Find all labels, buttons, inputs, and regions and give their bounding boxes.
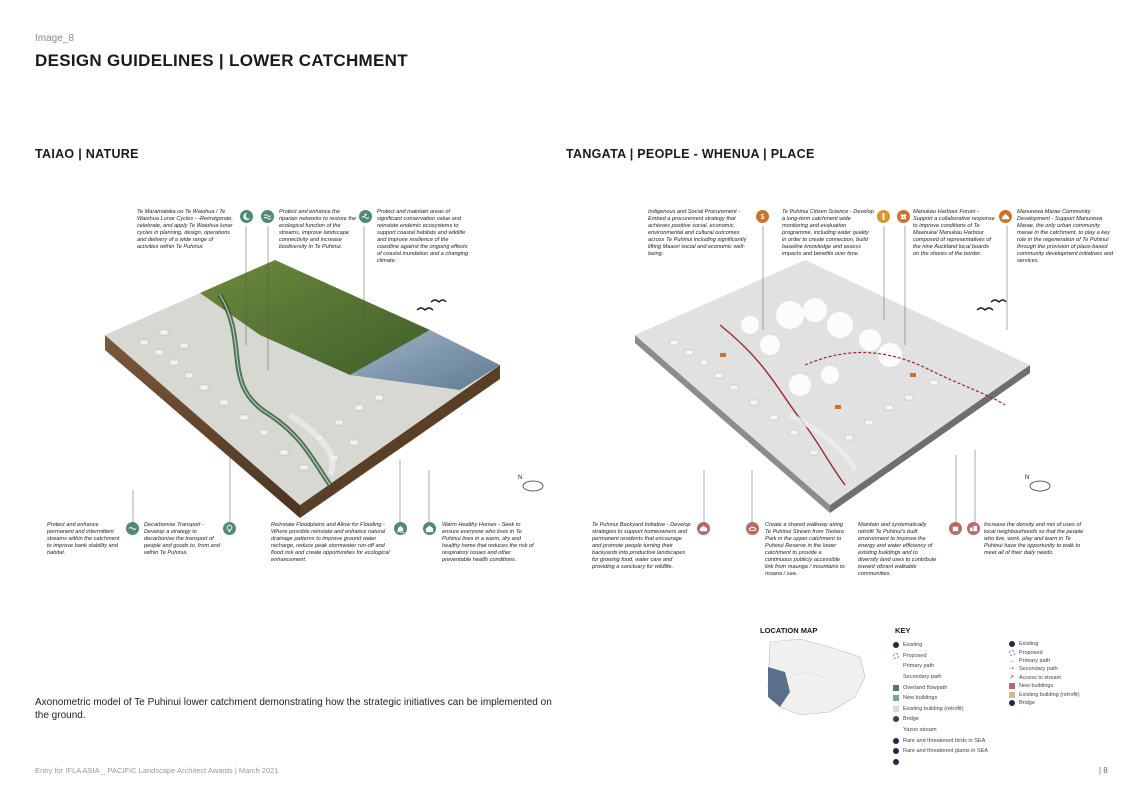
- nature-section-title: TAIAO | NATURE: [35, 147, 139, 161]
- leaf-bulb-icon: [223, 522, 236, 535]
- key-title: KEY: [895, 626, 911, 635]
- people-place-axonometric-model: [635, 260, 1030, 513]
- note-marae-development: Manurewa Marae Community Development - S…: [1017, 209, 1114, 264]
- note-healthy-homes: Warm Healthy Homes - Seek to ensure ever…: [442, 522, 534, 563]
- nature-axonometric-model: [105, 260, 500, 518]
- test-tube-icon: [877, 210, 890, 223]
- location-map-title: LOCATION MAP: [760, 626, 818, 635]
- key-item: Existing: [893, 640, 988, 651]
- home-icon: [423, 522, 436, 535]
- note-lunar-cycles: Te Maramataka oo Te Waiohua / Te Waiohua…: [137, 209, 233, 250]
- retrofit-building-icon: [949, 522, 962, 535]
- key-item: Bridge: [1009, 699, 1080, 707]
- svg-text:$: $: [761, 212, 765, 221]
- key-item: ↗Access to stream: [1009, 674, 1062, 681]
- key-item: →Primary path: [1009, 657, 1051, 664]
- key-item: Existing: [1009, 640, 1080, 648]
- note-retrofit: Maintain and systematically retrofit Te …: [858, 522, 937, 577]
- key-item: Proposed: [1009, 648, 1080, 656]
- figure-caption: Axonometric model of Te Puhinui lower ca…: [35, 697, 552, 721]
- note-citizen-science: Te Puhinui Citizen Science - Develop a l…: [782, 209, 874, 257]
- key-item: Existing building (retrofit): [893, 704, 988, 715]
- key-item: Rare and threatened birds in SEA: [893, 735, 988, 746]
- moon-icon: [240, 210, 253, 223]
- north-arrow-icon: [1029, 480, 1051, 492]
- key-column-1: Existing Proposed Primary path Secondary…: [893, 640, 988, 767]
- key-item: Primary path: [903, 663, 935, 670]
- note-decarbonise-transport: Decarbonise Transport - Develop a strate…: [144, 522, 220, 556]
- north-arrow-icon: [522, 480, 544, 492]
- density-buildings-icon: [967, 522, 980, 535]
- note-harbour-forum: Manukau Harbour Forum - Support a collab…: [913, 209, 995, 257]
- people-place-section-title: TANGATA | PEOPLE - WHENUA | PLACE: [566, 147, 815, 161]
- forum-icon: [897, 210, 910, 223]
- key-item: Proposed: [893, 651, 988, 662]
- key-item: Secondary path: [903, 674, 942, 681]
- key-column-2: Existing Proposed →Primary path ⇢Seconda…: [1009, 640, 1080, 707]
- note-shared-walkway: Create a shared walkway along Te Puhinui…: [765, 522, 845, 577]
- page-title: DESIGN GUIDELINES | LOWER CATCHMENT: [35, 51, 408, 70]
- location-map: [767, 638, 866, 716]
- birds-icon: [416, 299, 447, 311]
- marae-icon: [999, 210, 1012, 223]
- north-label: N: [1025, 475, 1030, 481]
- north-label: N: [518, 475, 523, 481]
- key-item: New buildings: [893, 693, 988, 704]
- note-riparian-networks: Protect and enhance the riparian network…: [279, 209, 357, 250]
- footer-text: Entry for IFLA ASIA _ PACIFIC Landscape …: [35, 766, 279, 775]
- flood-icon: [394, 522, 407, 535]
- key-item: Bridge: [893, 714, 988, 725]
- backyard-home-icon: [697, 522, 710, 535]
- key-item: Yazoo stream: [903, 727, 937, 734]
- note-floodplains: Reinstate Floodplains and Allow for Floo…: [271, 522, 390, 563]
- key-item: New buildings: [1009, 682, 1080, 690]
- streams-icon: [126, 522, 139, 535]
- page-number: | 8: [1099, 766, 1108, 775]
- key-item: ⇢Secondary path: [1009, 666, 1058, 673]
- note-conservation: Protect and maintain areas of significan…: [377, 209, 469, 264]
- coast-icon: [359, 210, 372, 223]
- dollar-icon: $: [756, 210, 769, 223]
- walkway-icon: [746, 522, 759, 535]
- note-procurement: Indigenous and Social Procurement - Embe…: [648, 209, 747, 257]
- key-item: [893, 757, 988, 768]
- birds-icon: [976, 299, 1007, 311]
- key-item: Overland flowpath: [893, 682, 988, 693]
- key-item: Existing building (retrofit): [1009, 690, 1080, 698]
- stream-icon: [261, 210, 274, 223]
- note-backyard-initiative: Te Puhinui Backyard Initiative - Develop…: [592, 522, 691, 570]
- note-streams: Protect and enhance permanent and interm…: [47, 522, 120, 556]
- note-density: Increase the density and mix of uses of …: [984, 522, 1084, 556]
- key-item: Rare and threatened plants in SEA: [893, 746, 988, 757]
- image-label: Image_8: [35, 33, 74, 44]
